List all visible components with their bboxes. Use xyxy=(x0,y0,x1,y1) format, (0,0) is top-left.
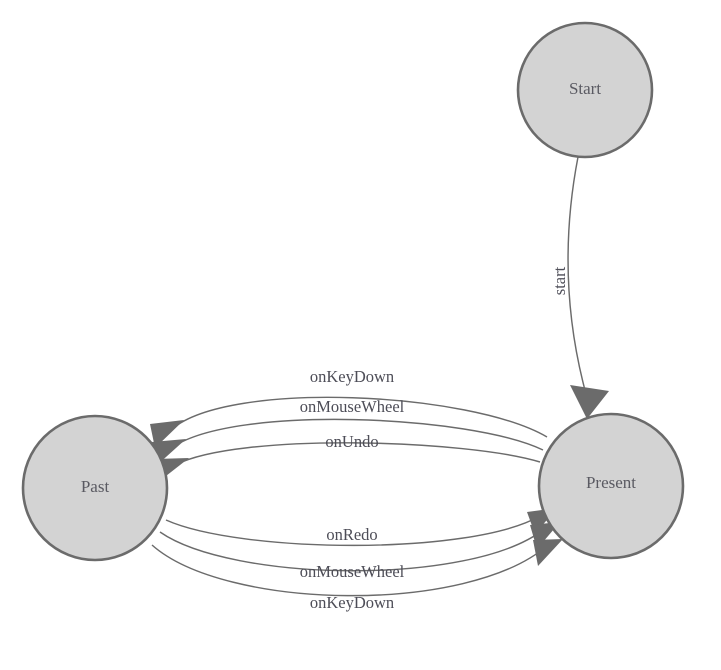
edge-label-present-past-onmousewheel: onMouseWheel xyxy=(300,397,405,416)
edge-label-past-present-onmousewheel: onMouseWheel xyxy=(300,562,405,581)
edge-past-to-present-onmousewheel-path xyxy=(159,529,544,572)
node-start-label: Start xyxy=(569,79,601,98)
edge-label-past-present-onredo: onRedo xyxy=(326,525,377,544)
edge-present-to-past-onkeydown-arrowhead xyxy=(150,420,184,448)
node-past[interactable]: Past xyxy=(21,414,169,562)
node-present-circle xyxy=(537,412,685,560)
edge-present-to-past-onkeydown-path xyxy=(171,396,548,438)
edge-past-to-present-onredo-path xyxy=(165,515,541,547)
node-past-label: Past xyxy=(81,477,110,496)
edge-label-present-past-onkeydown: onKeyDown xyxy=(310,367,394,386)
node-start[interactable]: Start xyxy=(516,21,654,159)
edge-label-past-present-onkeydown: onKeyDown xyxy=(310,593,394,612)
edge-start-to-present[interactable]: start xyxy=(550,156,609,419)
node-start-circle xyxy=(516,21,654,159)
edge-label-group: onKeyDown onMouseWheel onUndo onRedo onM… xyxy=(300,367,405,612)
edge-present-to-past-onkeydown[interactable] xyxy=(150,396,548,448)
edge-past-to-present-onkeydown-path xyxy=(151,544,549,597)
edge-present-to-past-onmousewheel-path xyxy=(172,418,544,451)
edge-label-start: start xyxy=(550,266,569,295)
node-present[interactable]: Present xyxy=(537,412,685,560)
edge-start-to-present-path xyxy=(567,156,587,395)
edge-past-to-present-onkeydown-arrowhead xyxy=(533,539,563,566)
edge-label-present-past-onundo: onUndo xyxy=(325,432,378,451)
edge-start-to-present-arrowhead xyxy=(570,385,609,419)
edge-past-to-present-onkeydown[interactable] xyxy=(151,539,563,597)
edge-present-to-past-onundo-path xyxy=(174,442,541,466)
node-past-circle xyxy=(21,414,169,562)
node-present-label: Present xyxy=(586,473,636,492)
